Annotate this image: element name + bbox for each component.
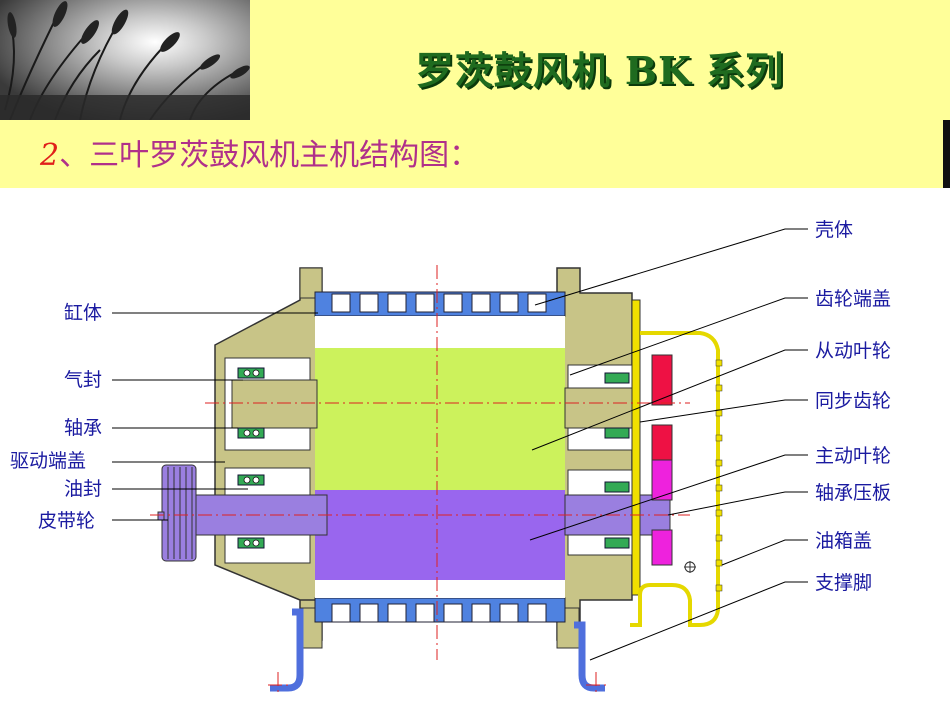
- right-border: [943, 120, 950, 188]
- belt-pulley: [157, 464, 197, 562]
- subtitle-text: 、三叶罗茨鼓风机主机结构图：: [59, 138, 480, 173]
- header-wheat-photo: [0, 0, 250, 120]
- driven-rotor: [315, 348, 565, 490]
- subtitle-number: 2: [40, 138, 60, 173]
- label-drive-end-cover: 驱动端盖: [10, 450, 86, 472]
- left-bearings: [237, 367, 265, 549]
- upper-shaft-left: [231, 379, 318, 429]
- label-oil-tank-cover: 油箱盖: [815, 530, 872, 552]
- label-bearing: 轴承: [64, 417, 102, 439]
- driving-rotor: [315, 490, 565, 580]
- label-housing: 壳体: [815, 219, 853, 241]
- label-gear-end-cover: 齿轮端盖: [815, 288, 891, 310]
- blower-structure-diagram: 缸体 气封 轴承 驱动端盖 油封 皮带轮 壳体 齿轮端盖 从动叶轮 同步齿轮 主…: [10, 219, 891, 695]
- support-foot-right: [574, 621, 605, 692]
- header-band: 罗茨鼓风机 BK 系列: [250, 0, 950, 120]
- label-sync-gear: 同步齿轮: [815, 390, 891, 412]
- sync-gear-bottom: [651, 529, 673, 566]
- casing-left-body: [214, 267, 323, 641]
- leader-lines-right: [529, 228, 808, 661]
- sync-gear-upper: [651, 354, 673, 406]
- gear-cover-plate: [631, 299, 641, 596]
- leader-lines-left: [112, 312, 318, 521]
- label-oil-seal: 油封: [64, 478, 102, 500]
- cylinder-top: [314, 291, 566, 317]
- label-belt-pulley: 皮带轮: [38, 510, 95, 532]
- lower-clearance: [315, 580, 565, 598]
- label-cylinder: 缸体: [64, 302, 102, 324]
- label-driving-rotor: 主动叶轮: [815, 445, 891, 467]
- oil-tank-cover: [630, 331, 720, 627]
- page-title: 罗茨鼓风机 BK 系列: [415, 48, 785, 93]
- cylinder-slots: [331, 293, 547, 623]
- cylinder-bottom: [314, 597, 566, 623]
- upper-shaft-right: [564, 387, 636, 429]
- label-support-foot: 支撑脚: [815, 572, 872, 594]
- support-foot-left: [270, 608, 304, 692]
- label-air-seal: 气封: [64, 369, 102, 391]
- right-bearings: [604, 372, 630, 549]
- label-bearing-plate: 轴承压板: [815, 482, 891, 504]
- subtitle: 2、三叶罗茨鼓风机主机结构图：: [40, 130, 479, 174]
- casing-right-body: [556, 267, 633, 641]
- label-driven-rotor: 从动叶轮: [815, 340, 891, 362]
- upper-clearance: [315, 316, 565, 348]
- sync-gear-middle: [651, 424, 673, 461]
- sync-gear-lower: [651, 459, 673, 501]
- left-flange-top: [299, 267, 323, 299]
- subtitle-band: 2、三叶罗茨鼓风机主机结构图：: [0, 120, 945, 188]
